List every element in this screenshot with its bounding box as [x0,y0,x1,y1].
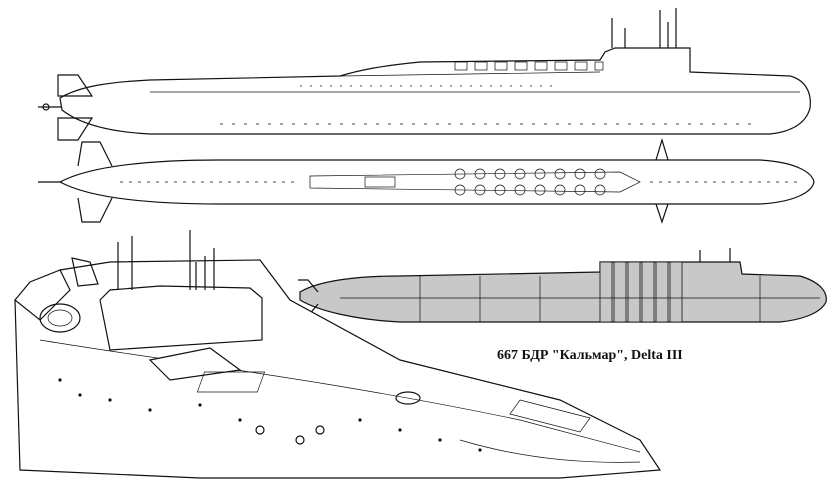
drawing-caption: 667 БДР "Кальмар", Delta III [497,348,683,363]
missile-tubes-plan [454,168,606,196]
masts [611,8,677,48]
missile-hatches [454,61,604,71]
missile-tubes-section [599,261,683,323]
hull-details [58,378,482,452]
plan-view [38,137,815,224]
perspective-view [14,230,662,479]
section-view [298,248,827,323]
side-profile-view [38,8,811,141]
perspective-masts [117,230,215,290]
